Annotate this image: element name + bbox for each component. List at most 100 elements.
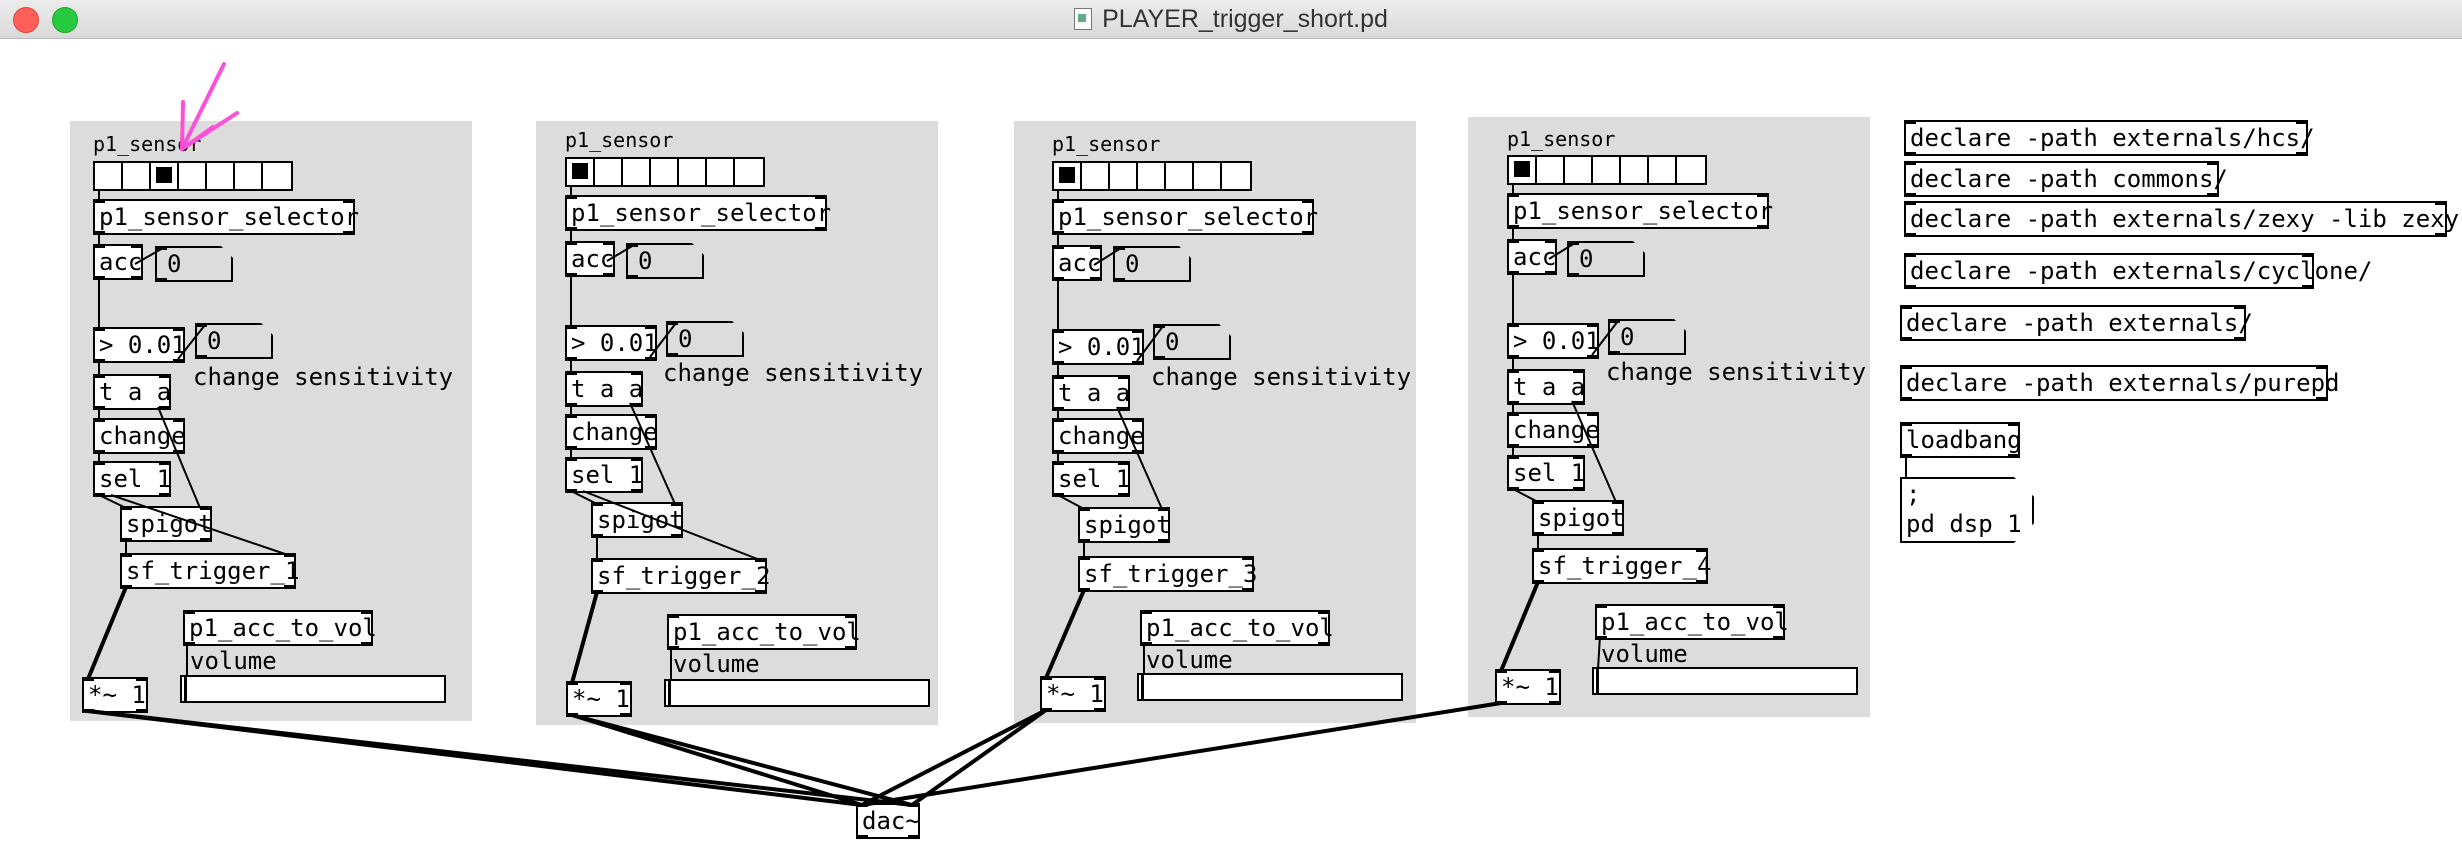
radio-cell-selected[interactable] — [567, 159, 595, 185]
player-2-multiply[interactable]: *~ 1 — [566, 681, 632, 717]
radio-cell[interactable] — [123, 163, 151, 189]
player-3-change[interactable]: change — [1052, 418, 1145, 454]
player-2-acc-to-vol[interactable]: p1_acc_to_vol — [667, 614, 861, 650]
slider-knob[interactable] — [1141, 675, 1144, 699]
player-2-sensor-radio[interactable] — [565, 157, 765, 187]
radio-cell[interactable] — [1194, 163, 1222, 189]
player-3-select[interactable]: sel 1 — [1052, 461, 1130, 497]
slider-knob[interactable] — [184, 677, 187, 701]
player-1-sensor-selector[interactable]: p1_sensor_selector — [93, 199, 359, 235]
declare-hcs[interactable]: declare -path externals/hcs/ — [1904, 120, 2315, 156]
radio-cell[interactable] — [1621, 157, 1649, 183]
player-3-threshold-number[interactable]: 0 — [1153, 324, 1231, 360]
player-4-threshold[interactable]: > 0.01 — [1507, 323, 1600, 359]
player-1-change[interactable]: change — [93, 418, 186, 454]
player-1-select[interactable]: sel 1 — [93, 461, 171, 497]
player-2-change[interactable]: change — [565, 414, 658, 450]
player-2-acc-number[interactable]: 0 — [626, 243, 704, 279]
player-1-threshold[interactable]: > 0.01 — [93, 327, 186, 363]
radio-cell[interactable] — [95, 163, 123, 189]
player-1-acc-to-vol[interactable]: p1_acc_to_vol — [183, 610, 377, 646]
radio-cell[interactable] — [651, 159, 679, 185]
player-4-change[interactable]: change — [1507, 412, 1600, 448]
player-4-acc[interactable]: acc — [1507, 239, 1557, 275]
player-4-volume-slider[interactable] — [1592, 667, 1858, 695]
player-4-sensor-radio[interactable] — [1507, 155, 1707, 185]
radio-cell[interactable] — [707, 159, 735, 185]
player-4-sensor-selector[interactable]: p1_sensor_selector — [1507, 193, 1773, 229]
player-2-select[interactable]: sel 1 — [565, 457, 643, 493]
player-2-threshold-number[interactable]: 0 — [666, 321, 744, 357]
declare-purepd[interactable]: declare -path externals/purepd — [1900, 365, 2339, 401]
player-4-trigger[interactable]: t a a — [1507, 369, 1585, 405]
radio-cell[interactable] — [623, 159, 651, 185]
player-3-multiply[interactable]: *~ 1 — [1040, 676, 1106, 712]
player-1-multiply[interactable]: *~ 1 — [82, 677, 148, 713]
radio-cell[interactable] — [207, 163, 235, 189]
radio-cell[interactable] — [1677, 157, 1705, 183]
radio-cell[interactable] — [1166, 163, 1194, 189]
player-3-acc-to-vol[interactable]: p1_acc_to_vol — [1140, 610, 1334, 646]
player-1-sensor-radio[interactable] — [93, 161, 293, 191]
player-2-volume-slider[interactable] — [664, 679, 930, 707]
radio-cell[interactable] — [1110, 163, 1138, 189]
player-1-sf-trigger[interactable]: sf_trigger_1 — [120, 553, 299, 589]
player-3-acc-number[interactable]: 0 — [1113, 246, 1191, 282]
window-zoom-button[interactable] — [52, 7, 78, 33]
dac-object[interactable]: dac~ — [856, 803, 920, 839]
loadbang-object[interactable]: loadbang — [1900, 422, 2022, 458]
radio-cell[interactable] — [1649, 157, 1677, 183]
declare-commons[interactable]: declare -path commons/ — [1904, 161, 2228, 197]
player-4-select[interactable]: sel 1 — [1507, 455, 1585, 491]
declare-zexy[interactable]: declare -path externals/zexy -lib zexy — [1904, 201, 2459, 237]
player-3-trigger[interactable]: t a a — [1052, 375, 1130, 411]
player-3-sf-trigger[interactable]: sf_trigger_3 — [1078, 556, 1257, 592]
player-4-threshold-number[interactable]: 0 — [1608, 319, 1686, 355]
player-2-threshold[interactable]: > 0.01 — [565, 325, 658, 361]
radio-cell[interactable] — [679, 159, 707, 185]
pd-dsp-message[interactable]: ; pd dsp 1 — [1900, 477, 2034, 543]
radio-cell[interactable] — [235, 163, 263, 189]
player-2-sensor-selector[interactable]: p1_sensor_selector — [565, 195, 831, 231]
player-2-sf-trigger[interactable]: sf_trigger_2 — [591, 558, 770, 594]
player-3-threshold[interactable]: > 0.01 — [1052, 329, 1145, 365]
radio-cell[interactable] — [1222, 163, 1250, 189]
radio-cell[interactable] — [735, 159, 763, 185]
declare-externals[interactable]: declare -path externals/ — [1900, 305, 2253, 341]
player-2-trigger[interactable]: t a a — [565, 371, 643, 407]
player-4-sf-trigger[interactable]: sf_trigger_4 — [1532, 548, 1711, 584]
window-close-button[interactable] — [13, 7, 39, 33]
player-2-acc[interactable]: acc — [565, 241, 615, 277]
radio-cell-selected[interactable] — [1054, 163, 1082, 189]
player-1-acc[interactable]: acc — [93, 244, 143, 280]
player-3-acc[interactable]: acc — [1052, 245, 1102, 281]
player-3-sensor-selector[interactable]: p1_sensor_selector — [1052, 199, 1318, 235]
declare-cyclone[interactable]: declare -path externals/cyclone/ — [1904, 253, 2372, 289]
radio-cell[interactable] — [1082, 163, 1110, 189]
player-2-spigot[interactable]: spigot — [591, 502, 684, 538]
player-4-multiply[interactable]: *~ 1 — [1495, 669, 1561, 705]
player-1-threshold-number[interactable]: 0 — [195, 323, 273, 359]
radio-cell-selected[interactable] — [1509, 157, 1537, 183]
player-4-acc-to-vol[interactable]: p1_acc_to_vol — [1595, 604, 1789, 640]
player-4-spigot[interactable]: spigot — [1532, 500, 1625, 536]
player-1-trigger[interactable]: t a a — [93, 374, 171, 410]
radio-cell[interactable] — [179, 163, 207, 189]
slider-knob[interactable] — [1596, 669, 1599, 693]
radio-cell[interactable] — [595, 159, 623, 185]
slider-knob[interactable] — [668, 681, 671, 705]
player-1-spigot[interactable]: spigot — [120, 506, 213, 542]
radio-cell[interactable] — [1138, 163, 1166, 189]
player-4-acc-number[interactable]: 0 — [1567, 241, 1645, 277]
radio-cell[interactable] — [1565, 157, 1593, 183]
radio-cell[interactable] — [263, 163, 291, 189]
patch-canvas[interactable]: p1_sensor p1_sensor_selector acc 0 > 0.0… — [0, 39, 2462, 864]
radio-cell[interactable] — [1593, 157, 1621, 183]
player-1-acc-number[interactable]: 0 — [155, 246, 233, 282]
player-3-sensor-radio[interactable] — [1052, 161, 1252, 191]
radio-cell-selected[interactable] — [151, 163, 179, 189]
player-3-volume-slider[interactable] — [1137, 673, 1403, 701]
player-3-spigot[interactable]: spigot — [1078, 507, 1171, 543]
radio-cell[interactable] — [1537, 157, 1565, 183]
player-1-volume-slider[interactable] — [180, 675, 446, 703]
